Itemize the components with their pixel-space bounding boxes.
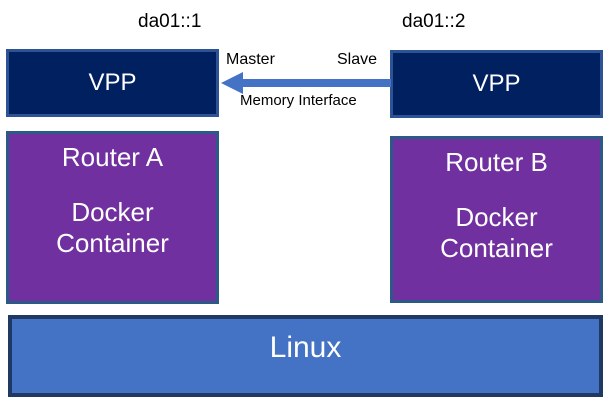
router-a-spacer (9, 173, 216, 197)
slave-endpoint-label: Slave (337, 51, 378, 68)
linux-host-node: Linux (8, 315, 603, 397)
router-b-docker-line: Docker (455, 202, 538, 232)
vpp2-label: VPP (472, 70, 521, 97)
memory-interface-arrow-icon (221, 72, 391, 94)
router-b-container-node: Router B Docker Container (390, 136, 603, 303)
router-a-title: Router A (61, 142, 164, 172)
router-b-spacer (393, 178, 600, 202)
linux-label: Linux (269, 331, 342, 364)
router-b-text: Router B Docker Container (393, 147, 600, 264)
router-a-container-line: Container (56, 228, 169, 258)
router-b-container-line: Container (440, 233, 553, 263)
memory-interface-label: Memory Interface (240, 92, 357, 109)
router-b-title: Router B (445, 147, 548, 177)
router-a-text: Router A Docker Container (9, 142, 216, 259)
router-a-docker-line: Docker (71, 197, 154, 227)
vpp2-node: VPP (390, 50, 603, 118)
vpp1-label: VPP (88, 69, 137, 96)
master-endpoint-label: Master (226, 51, 275, 68)
host1-address-label: da01::1 (138, 11, 202, 32)
host2-address-label: da01::2 (402, 11, 466, 32)
vpp1-node: VPP (6, 49, 219, 117)
router-a-container-node: Router A Docker Container (6, 131, 219, 304)
